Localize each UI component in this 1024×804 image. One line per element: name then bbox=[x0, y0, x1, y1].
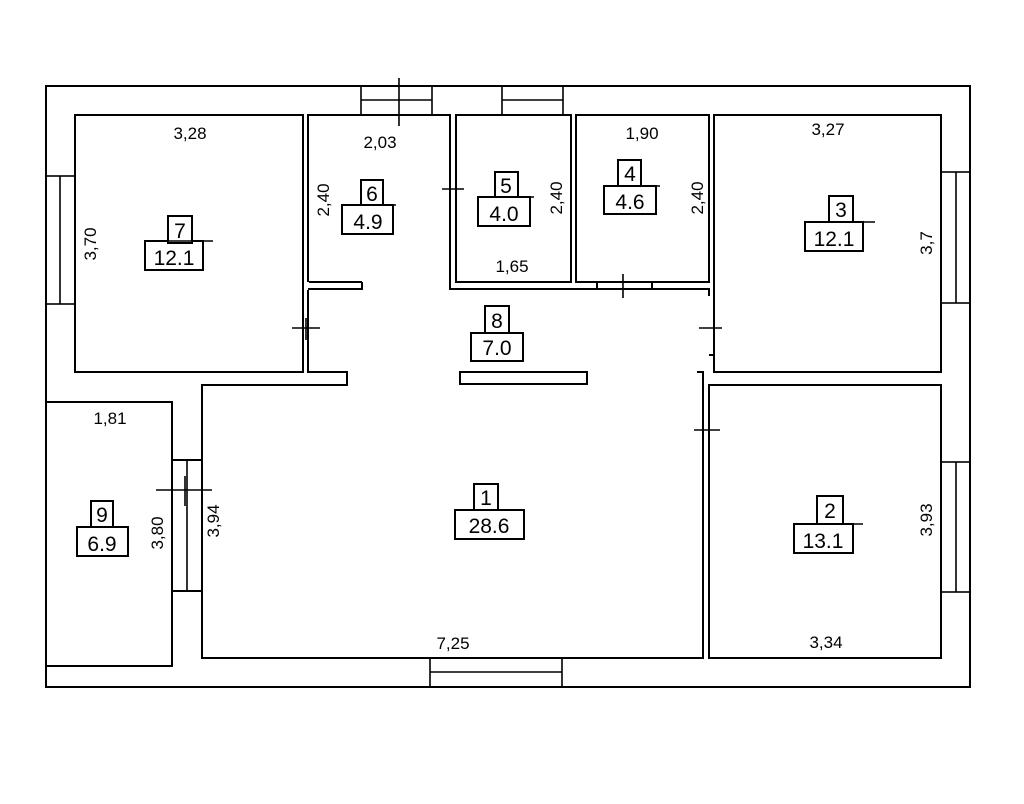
room-area: 4.9 bbox=[353, 211, 382, 234]
room-area: 4.6 bbox=[615, 191, 644, 214]
room-area: 12.1 bbox=[154, 247, 195, 270]
room-area: 28.6 bbox=[469, 515, 510, 538]
dim-r6-height: 2,40 bbox=[314, 183, 333, 216]
dim-r3-width: 3,27 bbox=[811, 120, 844, 139]
room-area: 6.9 bbox=[87, 533, 116, 556]
dimension-labels: 3,28 3,70 2,03 2,40 1,65 2,40 1,90 2,40 … bbox=[81, 120, 936, 653]
dim-r9-height: 3,80 bbox=[148, 516, 167, 549]
dim-r2-width: 3,34 bbox=[809, 633, 842, 652]
room-label-7: 7 12.1 bbox=[144, 215, 213, 271]
room-number: 5 bbox=[500, 175, 512, 198]
room-number: 6 bbox=[366, 183, 378, 206]
room-label-8: 8 7.0 bbox=[470, 305, 524, 362]
dim-r1-height: 3,94 bbox=[204, 504, 223, 537]
room-label-6: 6 4.9 bbox=[341, 179, 396, 235]
room-number: 7 bbox=[174, 220, 186, 243]
room-label-2: 2 13.1 bbox=[793, 495, 863, 554]
room-label-3: 3 12.1 bbox=[804, 195, 875, 252]
room-number: 9 bbox=[96, 504, 108, 527]
dim-r5-height: 2,40 bbox=[547, 181, 566, 214]
room-label-4: 4 4.6 bbox=[603, 159, 660, 215]
dim-r3-height: 3,7 bbox=[917, 231, 936, 255]
room-label-9: 9 6.9 bbox=[76, 500, 129, 557]
dim-r9-width: 1,81 bbox=[93, 409, 126, 428]
room-area: 13.1 bbox=[803, 530, 844, 553]
dim-r2-height: 3,93 bbox=[917, 503, 936, 536]
dim-r7-height: 3,70 bbox=[81, 227, 100, 260]
dim-r6-width: 2,03 bbox=[363, 133, 396, 152]
room-walls bbox=[45, 114, 942, 667]
dim-r4-height: 2,40 bbox=[688, 181, 707, 214]
dim-r5-width: 1,65 bbox=[495, 257, 528, 276]
door-marks bbox=[156, 78, 722, 506]
room-area: 7.0 bbox=[482, 337, 511, 360]
room-number: 1 bbox=[480, 487, 492, 510]
dim-r1-width: 7,25 bbox=[436, 634, 469, 653]
dim-r7-width: 3,28 bbox=[173, 124, 206, 143]
dim-r4-width: 1,90 bbox=[625, 124, 658, 143]
room-area: 4.0 bbox=[489, 203, 518, 226]
room-number: 8 bbox=[491, 310, 503, 333]
room-number: 2 bbox=[824, 500, 836, 523]
room-number: 4 bbox=[624, 163, 636, 186]
room-number: 3 bbox=[835, 199, 847, 222]
room-label-1: 1 28.6 bbox=[454, 483, 525, 540]
room-area: 12.1 bbox=[814, 228, 855, 251]
room-label-5: 5 4.0 bbox=[477, 171, 534, 227]
